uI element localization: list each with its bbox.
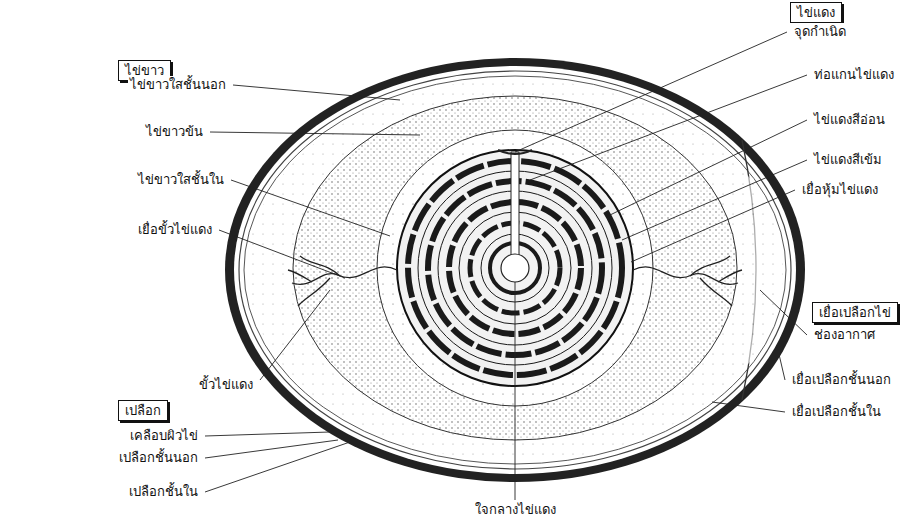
- section-title: เยื่อเปลือกไข่: [819, 305, 891, 320]
- part-label: จุดกำเนิด: [792, 23, 848, 41]
- part-label: ไข่ขาวข้น: [144, 123, 205, 141]
- leader-lines: [205, 32, 807, 500]
- latebra: [501, 254, 529, 282]
- part-label: เปลือกชั้นนอก: [117, 449, 200, 467]
- part-label: เยื่อเปลือกชั้นใน: [790, 403, 883, 421]
- part-label: ไข่ขาวใสชั้นใน: [136, 171, 226, 189]
- part-label: ช่องอากาศ: [812, 326, 877, 344]
- part-label: เยื่อหุ้มไข่แดง: [800, 181, 880, 199]
- part-label: เยื่อขั้วไข่แดง: [136, 221, 214, 239]
- section-title: เปลือก: [125, 403, 161, 418]
- section-title: ไข่แดง: [797, 5, 835, 20]
- part-label: ขั้วไข่แดง: [197, 376, 255, 394]
- section-box: ไข่แดง: [790, 2, 842, 23]
- part-label: เคลือบผิวไข่: [128, 427, 200, 445]
- part-label: เยื่อเปลือกชั้นนอก: [790, 371, 893, 389]
- part-label: ไข่แดงสีเข้ม: [812, 151, 884, 169]
- part-label: ไข่ขาวใสชั้นนอก: [128, 76, 228, 94]
- section-box: เปลือก: [118, 400, 168, 421]
- part-label: เปลือกชั้นใน: [127, 483, 200, 501]
- part-label: ท่อแกนไข่แดง: [812, 66, 896, 84]
- part-label: ไข่แดงสีอ่อน: [812, 111, 887, 129]
- section-box: เยื่อเปลือกไข่: [812, 302, 898, 323]
- latebra-neck: [511, 152, 519, 256]
- part-label: ใจกลางไข่แดง: [473, 501, 558, 519]
